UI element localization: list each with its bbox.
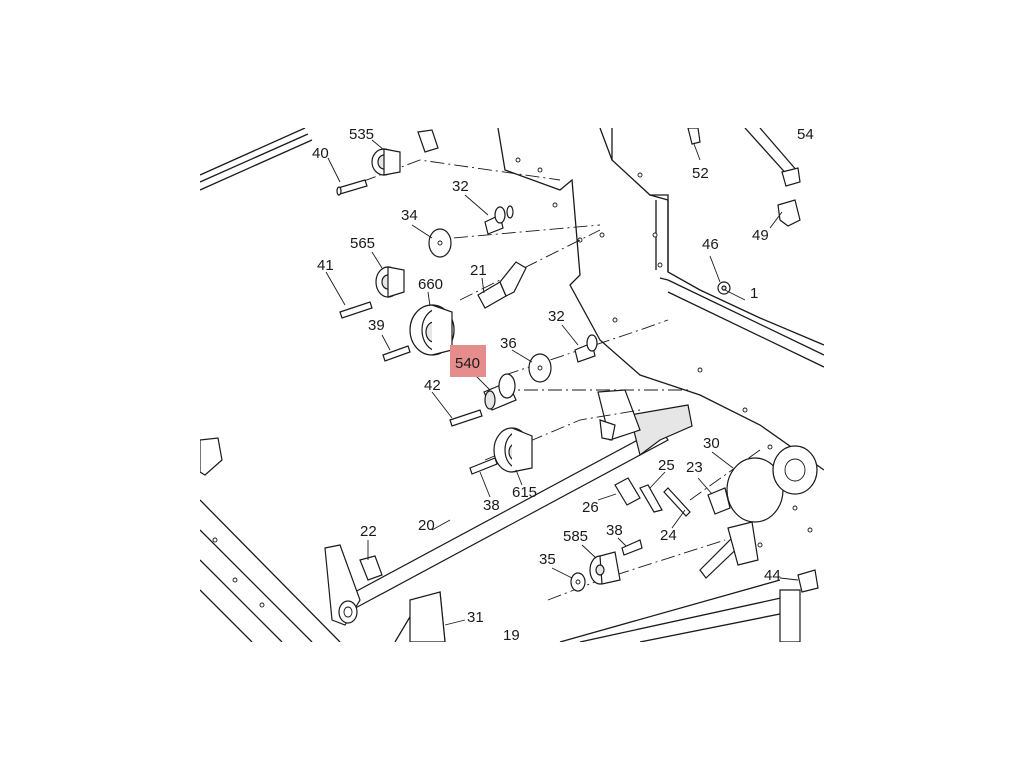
- frame-rail-1: [659, 277, 824, 368]
- callout-31: 31: [467, 609, 484, 626]
- bolt-38-right: [621, 539, 643, 556]
- bolt-39: [382, 345, 411, 362]
- callout-39: 39: [368, 317, 385, 334]
- lower-arm: [699, 521, 759, 579]
- callout-35: 35: [539, 551, 556, 568]
- plate-31: [409, 591, 446, 642]
- callout-585: 585: [563, 528, 588, 545]
- callout-36: 36: [500, 335, 517, 352]
- bushing-565: [375, 266, 405, 298]
- callout-20: 20: [418, 517, 435, 534]
- shaft-bracket: [597, 389, 641, 441]
- callout-19: 19: [503, 627, 520, 644]
- lower-left-frame: [200, 499, 341, 642]
- callout-52: 52: [692, 165, 709, 182]
- callout-38-left: 38: [483, 497, 500, 514]
- left-bracket-fragment: [200, 437, 223, 476]
- callout-49: 49: [752, 227, 769, 244]
- callout-660: 660: [418, 276, 443, 293]
- callout-54: 54: [797, 126, 814, 143]
- callout-535: 535: [349, 126, 374, 143]
- pin-32-middle: [574, 334, 598, 363]
- callout-21: 21: [470, 262, 487, 279]
- washer-46: [717, 281, 731, 295]
- callout-38-right: 38: [606, 522, 623, 539]
- assembly-axes: [339, 159, 761, 601]
- callout-44: 44: [764, 567, 781, 584]
- callout-32-top: 32: [452, 178, 469, 195]
- spring-25: [639, 484, 663, 513]
- callout-565: 565: [350, 235, 375, 252]
- bushing-540: [483, 373, 517, 411]
- bracket-49: [777, 199, 801, 227]
- side-frame-plate: [497, 128, 824, 548]
- bracket-22: [359, 555, 383, 581]
- shaft-20: [324, 404, 693, 626]
- bushing-535: [371, 148, 401, 176]
- pulley-615: [493, 427, 533, 473]
- bolt-38-left: [469, 457, 498, 475]
- washer-34: [428, 228, 452, 258]
- highlight-box-540: [450, 345, 486, 377]
- callout-46: 46: [702, 236, 719, 253]
- callout-40: 40: [312, 145, 329, 162]
- callout-41: 41: [317, 257, 334, 274]
- pin-32-top: [484, 205, 514, 235]
- pulley-660: [409, 304, 455, 356]
- bolt-42: [449, 409, 483, 427]
- washer-35: [570, 572, 586, 592]
- callout-1: 1: [750, 285, 758, 302]
- clip-part: [417, 129, 439, 153]
- washer-36: [528, 353, 552, 383]
- callout-540: 540: [455, 355, 480, 372]
- rod-24: [663, 487, 691, 517]
- callout-615: 615: [512, 484, 537, 501]
- callout-30: 30: [703, 435, 720, 452]
- lower-rails: [394, 579, 801, 642]
- callout-42: 42: [424, 377, 441, 394]
- spring-clip-52: [687, 128, 701, 145]
- bolt-41: [339, 301, 373, 319]
- cover-disk-30: [726, 445, 818, 523]
- callout-labels: 535 54 40 32 52 49 34 565 46 41 21 660 1…: [312, 126, 814, 644]
- callout-22: 22: [360, 523, 377, 540]
- bracket-44: [797, 569, 819, 593]
- callout-34: 34: [401, 207, 418, 224]
- callout-23: 23: [686, 459, 703, 476]
- top-bracket-54: [744, 128, 801, 187]
- roller-585: [589, 551, 621, 585]
- tension-arm-21: [477, 261, 527, 309]
- callout-26: 26: [582, 499, 599, 516]
- callout-32-middle: 32: [548, 308, 565, 325]
- bracket-23: [707, 487, 731, 515]
- bolt-40: [336, 179, 368, 196]
- leader-lines: [325, 139, 799, 626]
- callout-24: 24: [660, 527, 677, 544]
- upper-left-rail: [200, 128, 313, 191]
- spring-26: [614, 477, 641, 506]
- callout-25: 25: [658, 457, 675, 474]
